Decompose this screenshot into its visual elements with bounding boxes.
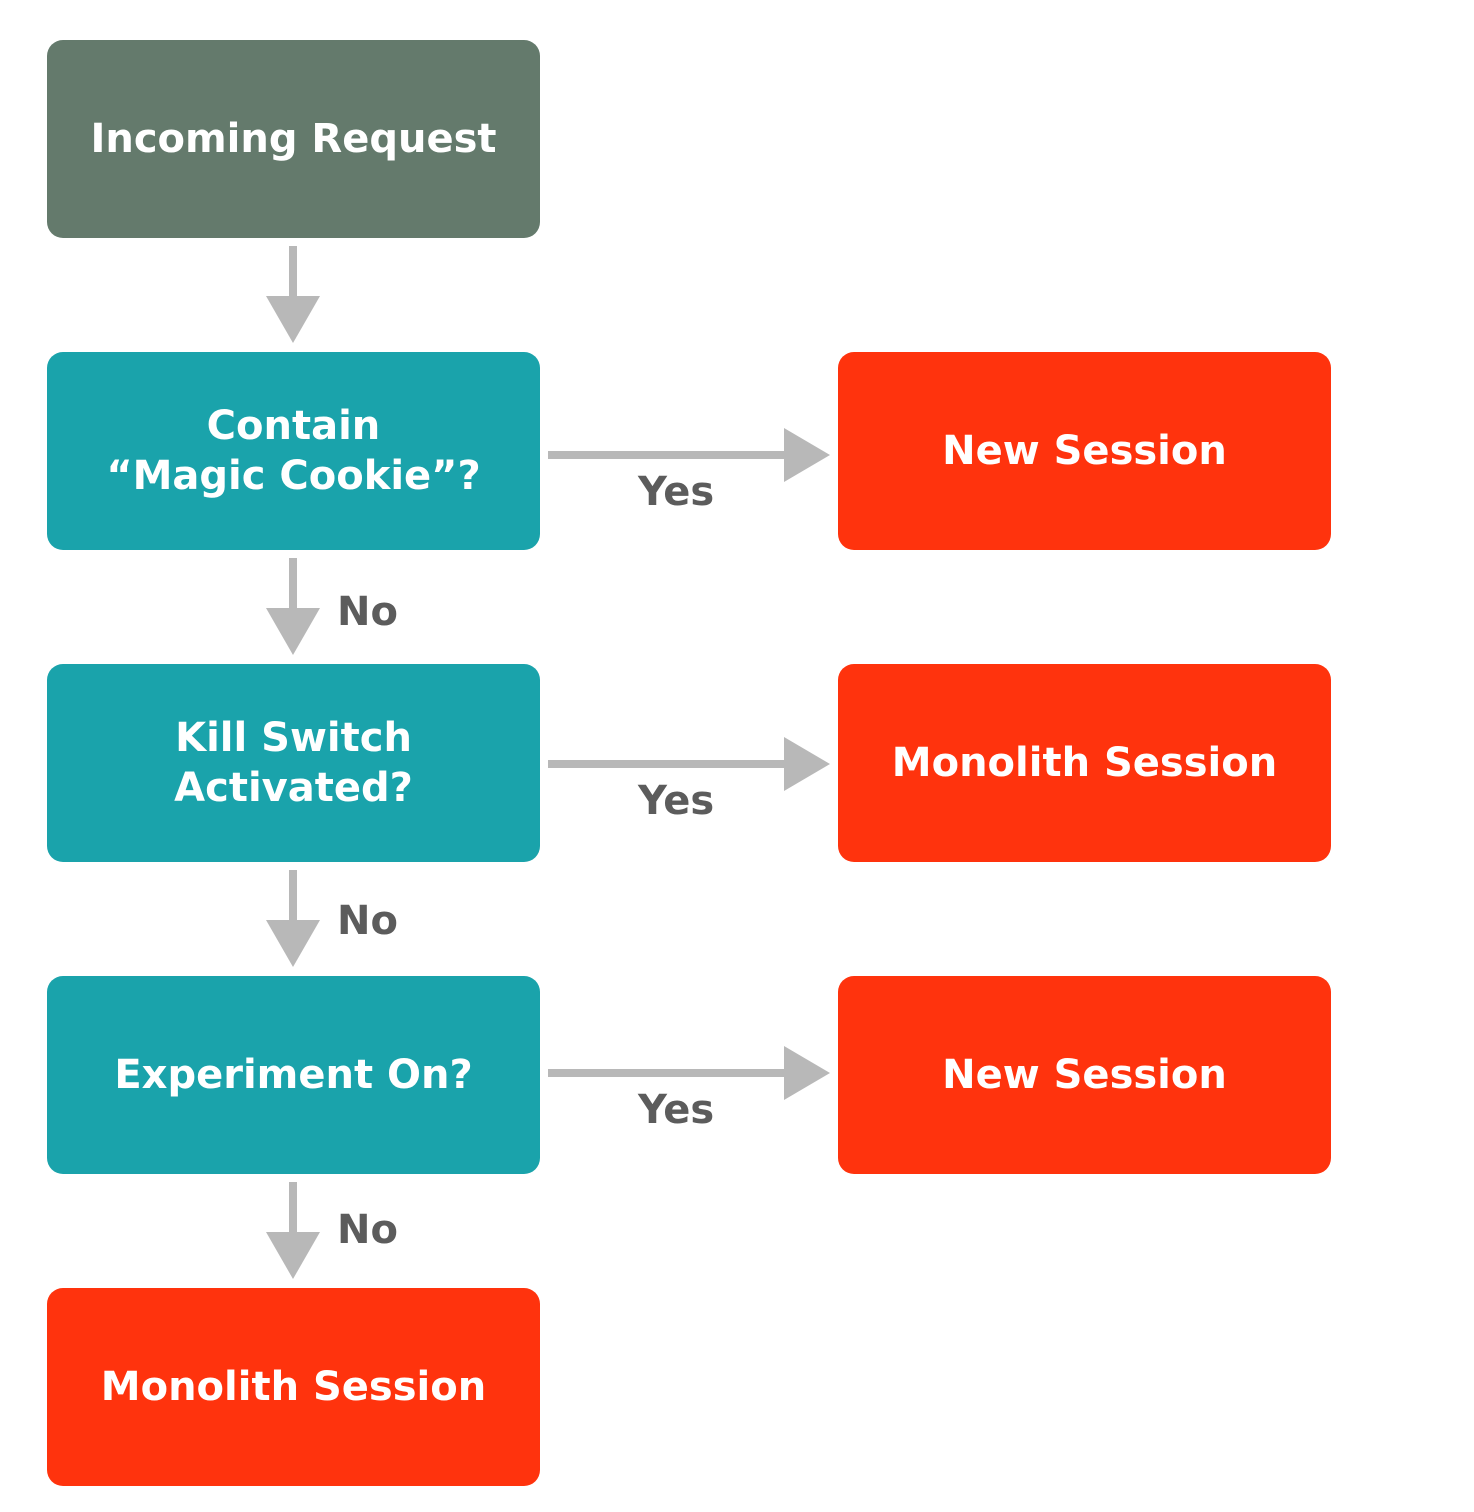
node-incoming-request: Incoming Request — [47, 40, 540, 238]
node-new-session-1-label: New Session — [942, 428, 1227, 474]
node-experiment-decision: Experiment On? — [47, 976, 540, 1174]
edge-label-yes-experiment: Yes — [638, 1087, 715, 1133]
node-monolith-session-1-label: Monolith Session — [891, 740, 1278, 786]
arrow-killswitch-no — [266, 870, 320, 967]
edge-label-no-cookie: No — [337, 589, 398, 635]
arrow-experiment-no — [266, 1182, 320, 1279]
edge-label-no-experiment: No — [337, 1207, 398, 1253]
arrow-cookie-no — [266, 558, 320, 655]
node-monolith-session-final: Monolith Session — [47, 1288, 540, 1486]
node-experiment-label: Experiment On? — [114, 1052, 473, 1098]
node-new-session-2-label: New Session — [942, 1052, 1227, 1098]
node-monolith-session-final-label: Monolith Session — [100, 1364, 487, 1410]
arrow-incoming-to-cookie — [266, 246, 320, 343]
edge-label-no-killswitch: No — [337, 898, 398, 944]
edge-label-yes-cookie: Yes — [638, 469, 715, 515]
node-new-session-1: New Session — [838, 352, 1331, 550]
node-monolith-session-1: Monolith Session — [838, 664, 1331, 862]
node-magic-cookie-label: Contain “Magic Cookie”? — [106, 403, 481, 499]
node-kill-switch-decision: Kill Switch Activated? — [47, 664, 540, 862]
node-new-session-2: New Session — [838, 976, 1331, 1174]
node-magic-cookie-decision: Contain “Magic Cookie”? — [47, 352, 540, 550]
node-kill-switch-label: Kill Switch Activated? — [174, 715, 413, 811]
edge-label-yes-killswitch: Yes — [638, 778, 715, 824]
node-incoming-request-label: Incoming Request — [90, 116, 497, 162]
